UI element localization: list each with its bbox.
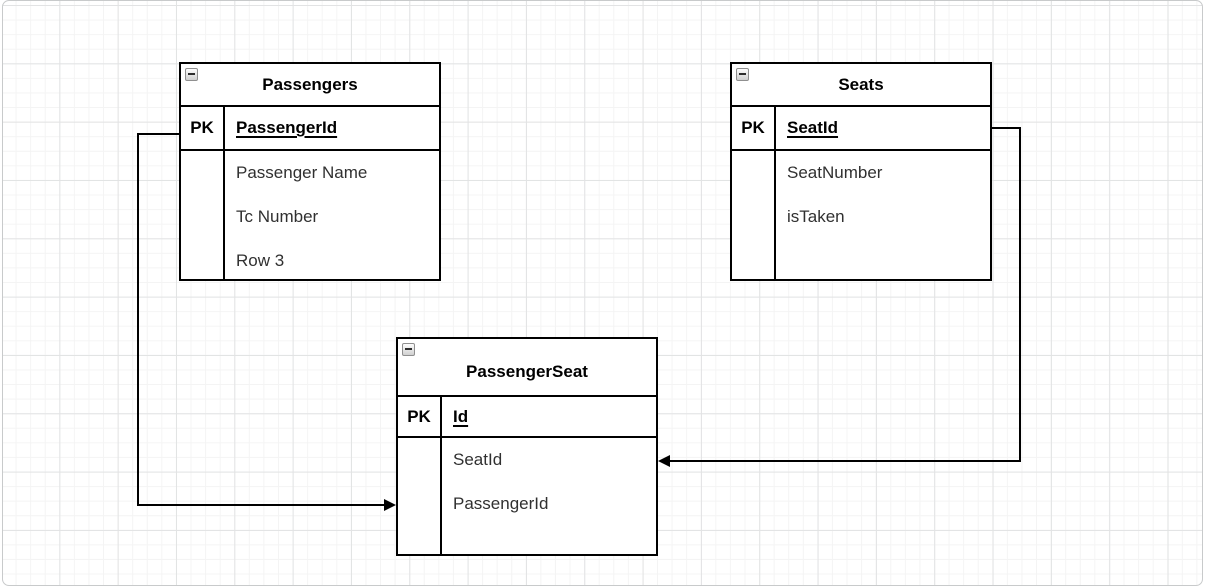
entity-passengers[interactable]: Passengers PK PassengerId Passenger Name… [179,62,441,281]
pk-column-divider [774,105,776,279]
collapse-icon[interactable] [402,343,415,356]
pk-row-divider [181,149,439,151]
pk-row-divider [732,149,990,151]
pk-label[interactable]: PK [407,407,431,426]
field-row[interactable]: Tc Number [236,207,319,226]
entity-seats[interactable]: Seats PK SeatId SeatNumber isTaken [730,62,992,281]
field-row[interactable]: PassengerId [453,494,549,513]
entity-header[interactable]: PassengerSeat [398,339,656,397]
pk-field[interactable]: SeatId [787,118,839,137]
field-row[interactable]: Passenger Name [236,163,368,182]
entity-title: Passengers [262,75,358,94]
relationship-passengers-passengerseat[interactable] [137,133,396,511]
arrowhead-into-passengerseat-right [658,455,670,467]
entity-title: PassengerSeat [466,362,588,381]
relationship-seats-passengerseat[interactable] [658,127,1021,467]
pk-column-divider [223,105,225,279]
minus-glyph [739,73,746,75]
entity-header[interactable]: Passengers [181,64,439,107]
entity-title: Seats [838,75,884,94]
pk-row-divider [398,436,656,438]
field-row[interactable]: Row 3 [236,251,285,270]
field-row[interactable]: SeatId [453,450,503,469]
pk-label[interactable]: PK [741,118,765,137]
pk-label[interactable]: PK [190,118,214,137]
entity-passengerseat[interactable]: PassengerSeat PK Id SeatId PassengerId [396,337,658,556]
field-row[interactable]: SeatNumber [787,163,883,182]
entity-header[interactable]: Seats [732,64,990,107]
pk-column-divider [440,395,442,554]
pk-field[interactable]: PassengerId [236,118,338,137]
minus-glyph [188,73,195,75]
minus-glyph [405,348,412,350]
arrowhead-into-passengerseat-left [384,499,396,511]
field-row[interactable]: isTaken [787,207,845,226]
collapse-icon[interactable] [736,68,749,81]
collapse-icon[interactable] [185,68,198,81]
pk-field[interactable]: Id [453,407,469,426]
